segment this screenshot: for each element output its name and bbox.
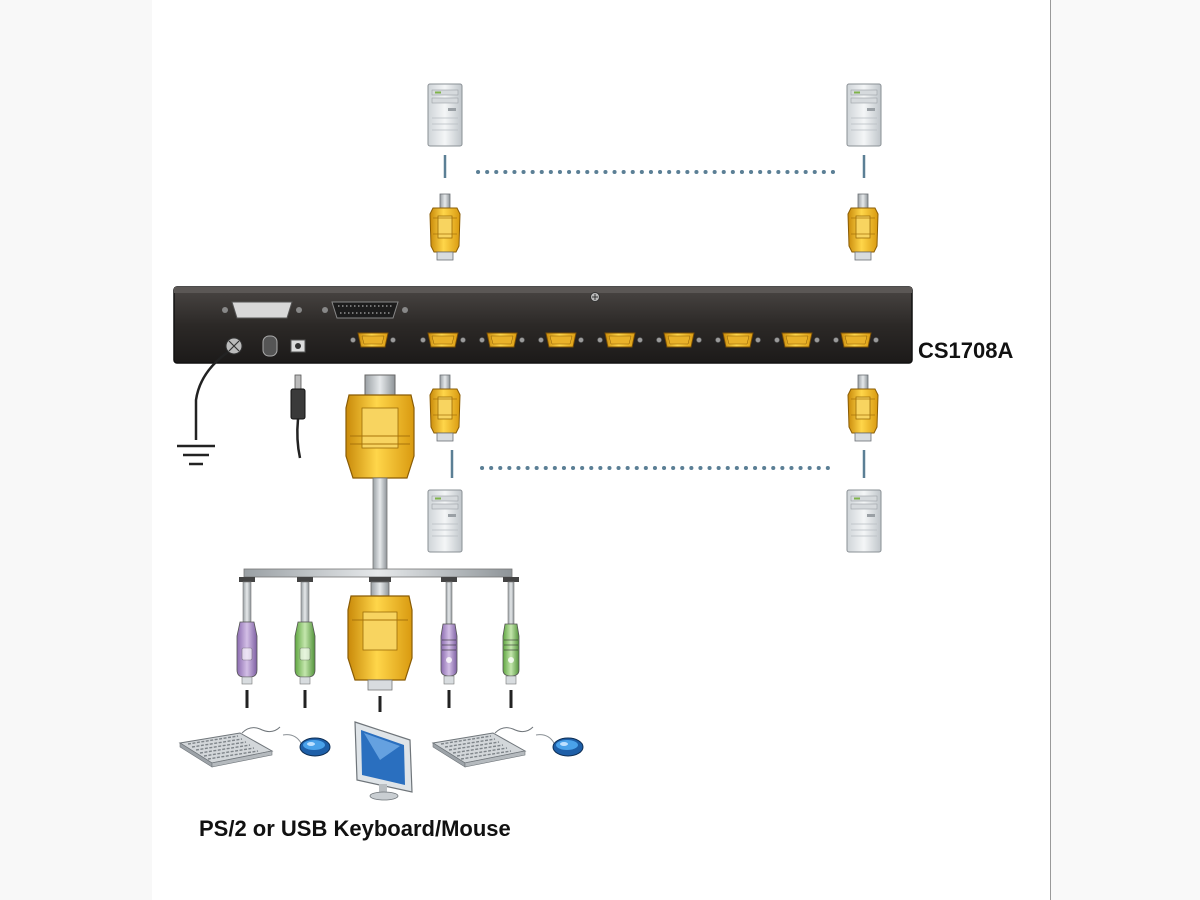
- right-gutter: [1050, 0, 1200, 900]
- monitor-vga-plug-icon: [347, 581, 413, 691]
- cable-splitter: [239, 568, 519, 582]
- computer-tower-icon: [846, 83, 882, 147]
- db25-port: [322, 301, 408, 319]
- diagram-caption: PS/2 or USB Keyboard/Mouse: [199, 816, 511, 841]
- mouse-icon: [535, 734, 584, 757]
- ground-wire: [194, 350, 229, 440]
- left-gutter: [0, 0, 152, 900]
- computer-tower-icon: [427, 489, 463, 553]
- mouse-icon: [282, 734, 331, 757]
- console-vga-cable-icon: [345, 374, 415, 571]
- keyboard-icon: [432, 726, 534, 768]
- ground-symbol-icon: [177, 444, 215, 466]
- power-switch-icon: [262, 335, 278, 357]
- power-adapter-icon: [290, 374, 306, 459]
- kvm-switch-body: [173, 286, 913, 364]
- computer-tower-icon: [427, 83, 463, 147]
- connection-ticks: [245, 690, 513, 712]
- computer-tower-icon: [846, 489, 882, 553]
- usb-plug-icon: [502, 581, 520, 685]
- keyboard-icon: [179, 726, 281, 768]
- ps2-plug-icon: [236, 581, 258, 685]
- monitor-icon: [354, 721, 413, 801]
- vga-cable-icon: [847, 193, 879, 261]
- vga-cable-icon: [847, 374, 879, 442]
- device-model-label: CS1708A: [918, 338, 1014, 363]
- db25-port: [222, 301, 302, 319]
- ps2-plug-icon: [294, 581, 316, 685]
- vga-cable-icon: [429, 193, 461, 261]
- vga-cable-icon: [429, 374, 461, 442]
- usb-plug-icon: [440, 581, 458, 685]
